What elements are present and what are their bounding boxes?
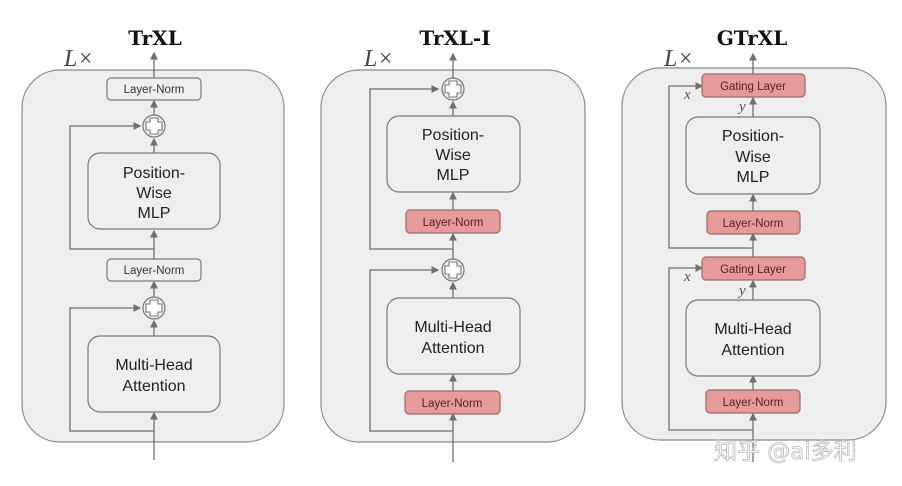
block-label: Wise <box>435 147 471 164</box>
block-label: Multi-Head <box>414 319 491 336</box>
panel-title: TrXL <box>128 26 182 50</box>
multi-head-attention-block <box>685 299 821 377</box>
block-label: Wise <box>136 185 172 202</box>
add-icon <box>441 258 465 282</box>
block-label: Position- <box>123 165 185 182</box>
residual-connection <box>69 304 154 432</box>
gate-input-y: y <box>737 99 746 115</box>
panel-title: TrXL-I <box>419 26 490 50</box>
multi-head-attention-block <box>87 335 221 413</box>
block-label: Layer-Norm <box>422 398 483 410</box>
gate-input-y: y <box>737 283 746 299</box>
block-label: Multi-Head <box>714 321 791 338</box>
panel-gtrxl: GTrXL L× Layer-Norm Multi-Head Attention… <box>621 26 887 462</box>
gate-input-x: x <box>683 269 691 285</box>
add-icon <box>142 296 166 320</box>
block-label: Layer-Norm <box>723 218 784 230</box>
residual-connection <box>369 85 453 250</box>
gate-skip-connection <box>668 264 753 431</box>
block-label: Layer-Norm <box>723 397 784 409</box>
panel-trxl-i: TrXL-I L× Layer-Norm Multi-Head Attentio… <box>320 26 586 462</box>
panel-title: GTrXL <box>717 26 788 50</box>
block-label: Attention <box>122 378 185 395</box>
block-label: MLP <box>437 167 470 184</box>
repeat-label: L× <box>63 46 94 72</box>
block-label: Attention <box>421 340 484 357</box>
add-icon <box>142 114 166 138</box>
block-label: MLP <box>737 169 770 186</box>
residual-connection <box>69 122 154 250</box>
panel-trxl: TrXL L× Multi-Head Attention Layer-Norm … <box>21 26 285 460</box>
block-label: Attention <box>721 342 784 359</box>
gate-skip-connection <box>668 82 753 249</box>
gate-input-x: x <box>683 87 691 103</box>
block-label: MLP <box>138 205 171 222</box>
watermark: 知乎 @ai多利 <box>714 439 857 465</box>
block-label: Wise <box>735 149 771 166</box>
block-label: Layer-Norm <box>124 265 185 277</box>
residual-connection <box>369 266 453 432</box>
multi-head-attention-block <box>386 297 521 375</box>
block-label: Position- <box>422 127 484 144</box>
repeat-label: L× <box>363 46 394 72</box>
block-label: Gating Layer <box>720 81 786 93</box>
block-label: Layer-Norm <box>423 217 484 229</box>
add-icon <box>441 77 465 101</box>
block-label: Gating Layer <box>720 264 786 276</box>
block-label: Multi-Head <box>115 357 192 374</box>
block-label: Layer-Norm <box>124 84 185 96</box>
block-label: Position- <box>722 128 784 145</box>
